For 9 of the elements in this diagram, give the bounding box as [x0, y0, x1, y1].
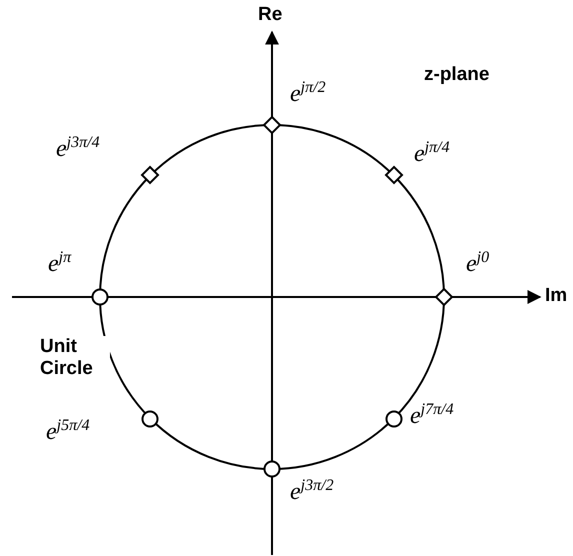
- circle-marker: [142, 410, 158, 427]
- diamond-marker: [142, 167, 158, 184]
- diamond-marker: [386, 167, 402, 184]
- diamond-marker: [264, 117, 280, 133]
- diamond-marker: [436, 289, 452, 305]
- circle-marker: [386, 410, 402, 427]
- circle-marker: [92, 289, 108, 305]
- plane-label: z-plane: [424, 64, 490, 86]
- circle-marker: [264, 461, 280, 477]
